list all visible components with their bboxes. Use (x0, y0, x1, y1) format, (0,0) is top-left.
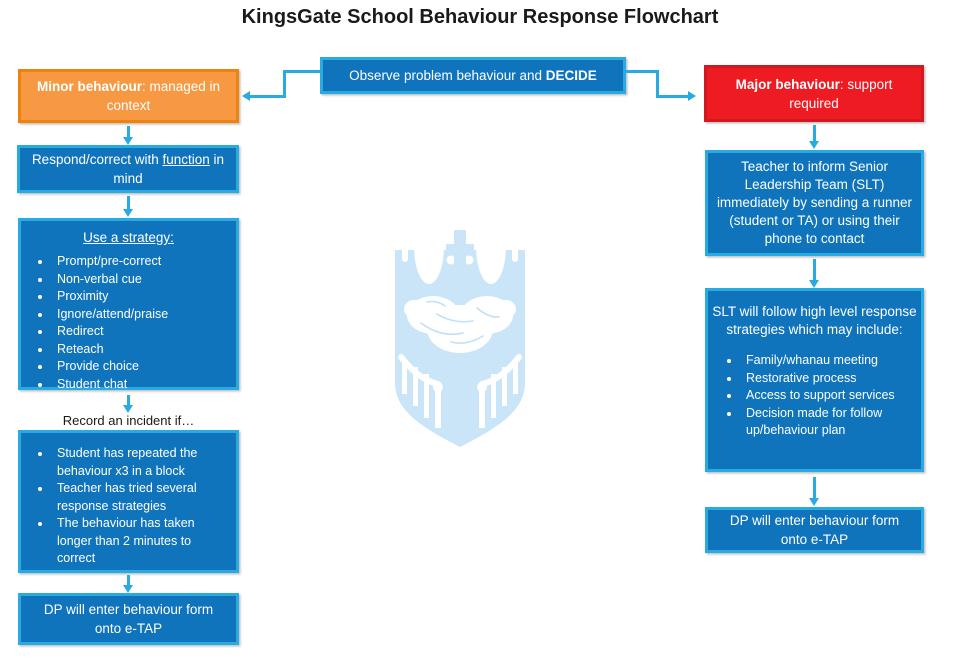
record-incident-label: Record an incident if… (62, 413, 195, 428)
bullet-item: Student chat (52, 376, 230, 394)
flow-arrow-shaft (813, 259, 816, 280)
arrow-down-icon (123, 405, 133, 413)
flow-arrow-shaft (127, 395, 130, 405)
teacher-inform-slt-box: Teacher to inform Senior Leadership Team… (705, 150, 924, 256)
minor-behaviour-text: Minor behaviour: managed in context (29, 77, 228, 115)
connector-decide-to-minor-seg1 (286, 70, 320, 73)
bullet-item: Redirect (52, 323, 230, 341)
respond-underlined: function (162, 152, 210, 167)
use-strategy-heading: Use a strategy: (83, 230, 174, 245)
bullet-item: Non-verbal cue (52, 271, 230, 289)
decide-box-text-plain: Observe problem behaviour and (349, 68, 546, 83)
minor-behaviour-box: Minor behaviour: managed in context (18, 69, 239, 123)
incident-list: Student has repeated the behaviour x3 in… (23, 445, 234, 568)
minor-behaviour-bold: Minor behaviour (36, 79, 142, 94)
arrow-down-icon (123, 585, 133, 593)
strategy-list: Prompt/pre-correctNon-verbal cueProximit… (23, 253, 234, 393)
decide-box-text: Observe problem behaviour and DECIDE (349, 66, 597, 85)
respond-pre: Respond/correct with (31, 152, 163, 167)
decide-box-text-bold: DECIDE (545, 68, 597, 83)
bullet-item: Restorative process (741, 370, 913, 388)
bullet-item: Decision made for follow up/behaviour pl… (741, 405, 913, 440)
connector-decide-to-minor-seg2 (283, 70, 286, 98)
bullet-item: Proximity (52, 288, 230, 306)
flow-arrow-shaft (813, 125, 816, 141)
arrow-down-icon (809, 280, 819, 288)
dp-etap-box-minor: DP will enter behaviour form onto e-TAP (18, 593, 239, 645)
school-crest-icon (395, 230, 525, 447)
bullet-item: Provide choice (52, 358, 230, 376)
bullet-item: Student has repeated the behaviour x3 in… (52, 445, 230, 480)
flow-arrow-shaft (127, 126, 130, 137)
dp-etap-box-major: DP will enter behaviour form onto e-TAP (705, 507, 924, 553)
respond-correct-text: Respond/correct with function in mind (28, 150, 228, 188)
bullet-item: Ignore/attend/praise (52, 306, 230, 324)
bullet-item: The behaviour has taken longer than 2 mi… (52, 515, 230, 568)
decide-box: Observe problem behaviour and DECIDE (320, 57, 626, 94)
arrow-down-icon (123, 209, 133, 217)
flow-arrow-shaft (813, 477, 816, 498)
arrow-down-icon (123, 137, 133, 145)
page-title: KingsGate School Behaviour Response Flow… (241, 6, 719, 28)
use-strategy-box: Use a strategy: Prompt/pre-correctNon-ve… (18, 218, 239, 393)
flow-arrow-shaft (127, 575, 130, 585)
slt-response-heading: SLT will follow high level response stra… (712, 304, 917, 337)
arrow-left-icon (242, 91, 250, 101)
major-behaviour-bold: Major behaviour (735, 76, 840, 92)
arrow-right-icon (688, 91, 696, 101)
bullet-item: Access to support services (741, 387, 913, 405)
connector-decide-to-major-seg3 (656, 95, 688, 98)
slt-response-list: Family/whanau meetingRestorative process… (712, 352, 917, 440)
bullet-item: Prompt/pre-correct (52, 253, 230, 271)
bullet-item: Family/whanau meeting (741, 352, 913, 370)
major-behaviour-text: Major behaviour: support required (715, 75, 913, 113)
connector-decide-to-major-seg2 (656, 70, 659, 98)
arrow-down-icon (809, 498, 819, 506)
bullet-item: Reteach (52, 341, 230, 359)
bullet-item: Teacher has tried several response strat… (52, 480, 230, 515)
major-behaviour-rest: : support required (789, 76, 893, 111)
minor-behaviour-rest: : managed in context (106, 79, 221, 113)
slt-response-box: SLT will follow high level response stra… (705, 288, 924, 472)
connector-decide-to-minor-seg3 (250, 95, 286, 98)
respond-post: in mind (113, 152, 225, 186)
record-incident-box: Student has repeated the behaviour x3 in… (18, 430, 239, 573)
major-behaviour-box: Major behaviour: support required (704, 65, 924, 122)
flow-arrow-shaft (127, 196, 130, 209)
arrow-down-icon (809, 141, 819, 149)
respond-correct-box: Respond/correct with function in mind (17, 145, 239, 193)
connector-decide-to-major-seg1 (625, 70, 659, 73)
